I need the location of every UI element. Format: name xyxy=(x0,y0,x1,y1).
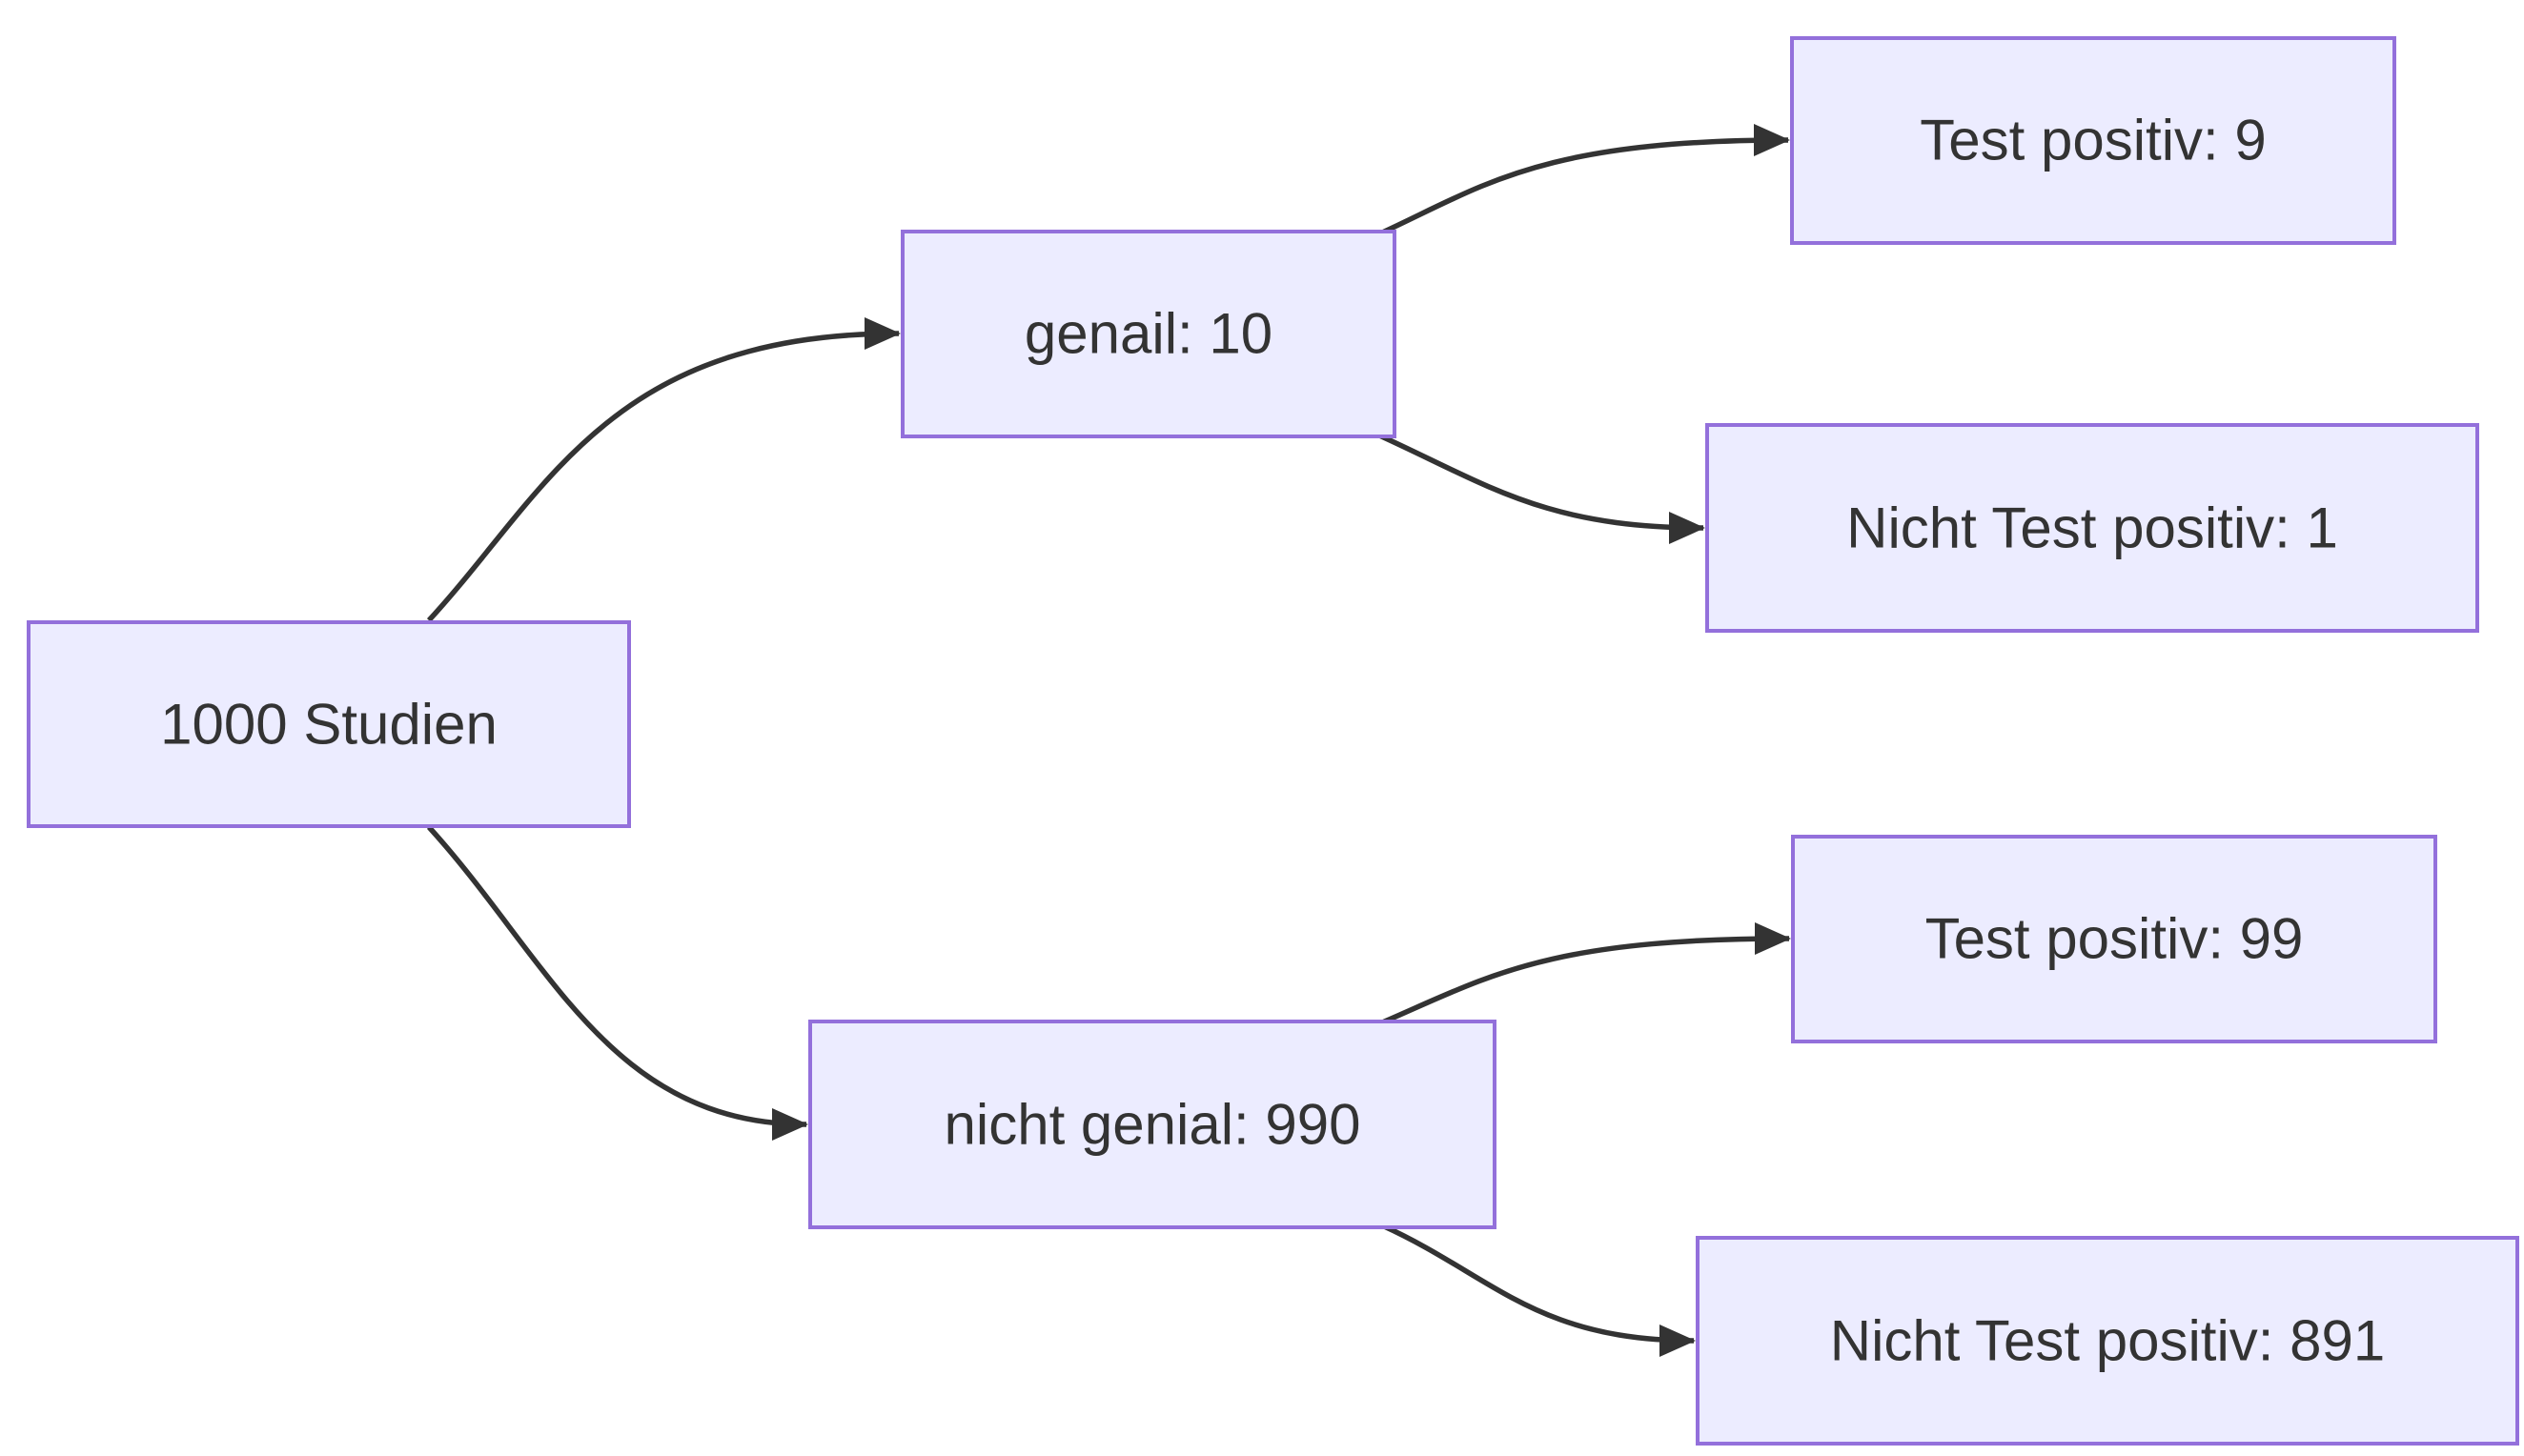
edge-nicht-genial-to-test-positiv-99 xyxy=(1378,922,1791,1026)
node-nicht-genial-label: nicht genial: 990 xyxy=(945,1093,1361,1157)
edge-root-to-genial xyxy=(426,317,901,622)
node-test-positiv-99-box xyxy=(1791,835,2437,1043)
node-root-label: 1000 Studien xyxy=(160,693,498,757)
node-genial-box xyxy=(901,230,1396,438)
node-nicht-test-positiv-891-box xyxy=(1696,1236,2519,1446)
node-nicht-test-positiv-1: Nicht Test positiv: 1 xyxy=(1705,423,2479,633)
node-test-positiv-99: Test positiv: 99 xyxy=(1791,835,2437,1043)
node-test-positiv-9: Test positiv: 9 xyxy=(1790,36,2396,245)
edge-genial-to-nicht-test-positiv-1 xyxy=(1375,432,1705,544)
node-root: 1000 Studien xyxy=(27,620,631,828)
edge-layer xyxy=(426,124,1791,1357)
node-nicht-genial-box xyxy=(808,1020,1496,1229)
node-layer: 1000 Studien genail: 10 Test positiv: 9 … xyxy=(27,36,2519,1446)
node-test-positiv-99-label: Test positiv: 99 xyxy=(1925,907,2304,971)
node-root-box xyxy=(27,620,631,828)
node-test-positiv-9-box xyxy=(1790,36,2396,245)
node-genial: genail: 10 xyxy=(901,230,1396,438)
edge-root-to-nicht-genial xyxy=(426,825,808,1141)
edge-genial-to-test-positiv-9 xyxy=(1378,124,1790,236)
node-nicht-test-positiv-891-label: Nicht Test positiv: 891 xyxy=(1830,1309,2386,1373)
node-nicht-test-positiv-1-label: Nicht Test positiv: 1 xyxy=(1846,496,2338,560)
node-test-positiv-9-label: Test positiv: 9 xyxy=(1920,109,2267,172)
node-nicht-test-positiv-891: Nicht Test positiv: 891 xyxy=(1696,1236,2519,1446)
edge-nicht-genial-to-nicht-test-positiv-891 xyxy=(1380,1223,1696,1357)
node-nicht-genial: nicht genial: 990 xyxy=(808,1020,1496,1229)
node-nicht-test-positiv-1-box xyxy=(1705,423,2479,633)
node-genial-label: genail: 10 xyxy=(1025,302,1272,366)
